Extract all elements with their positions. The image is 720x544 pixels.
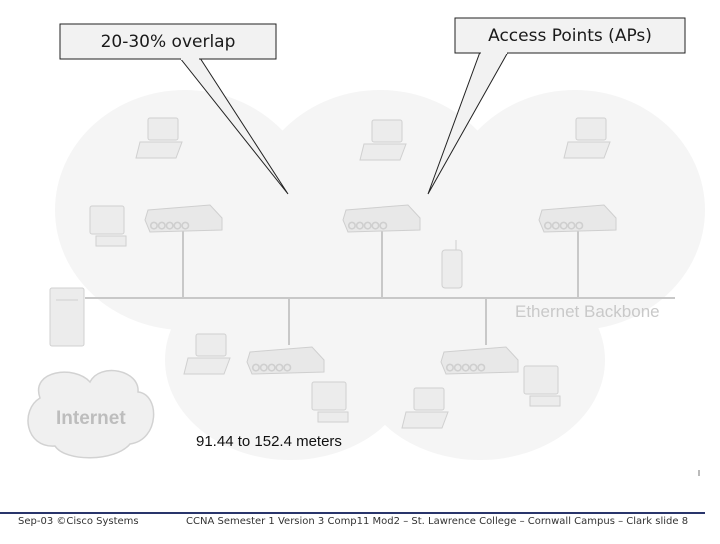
edge-marker [698, 470, 700, 476]
server-tower [50, 288, 84, 346]
access-point-4: ○○○○○ [247, 347, 324, 374]
access-point-5: ○○○○○ [441, 347, 518, 374]
overlap-callout-label: 20-30% overlap [60, 32, 276, 52]
access-points-callout-label: Access Points (APs) [455, 26, 685, 46]
svg-text:○○○○○: ○○○○○ [150, 221, 189, 231]
internet-label: Internet [56, 408, 126, 430]
ethernet-backbone-label: Ethernet Backbone [515, 302, 660, 322]
access-point-2: ○○○○○ [343, 205, 420, 232]
access-point-3: ○○○○○ [539, 205, 616, 232]
footer-right: CCNA Semester 1 Version 3 Comp11 Mod2 – … [186, 516, 688, 527]
svg-text:○○○○○: ○○○○○ [446, 363, 485, 373]
svg-text:○○○○○: ○○○○○ [252, 363, 291, 373]
svg-text:○○○○○: ○○○○○ [544, 221, 583, 231]
footer-left: Sep-03 ©Cisco Systems [18, 516, 139, 527]
svg-text:○○○○○: ○○○○○ [348, 221, 387, 231]
distance-label: 91.44 to 152.4 meters [196, 433, 376, 450]
footer-rule [0, 512, 705, 514]
access-point-1: ○○○○○ [145, 205, 222, 232]
